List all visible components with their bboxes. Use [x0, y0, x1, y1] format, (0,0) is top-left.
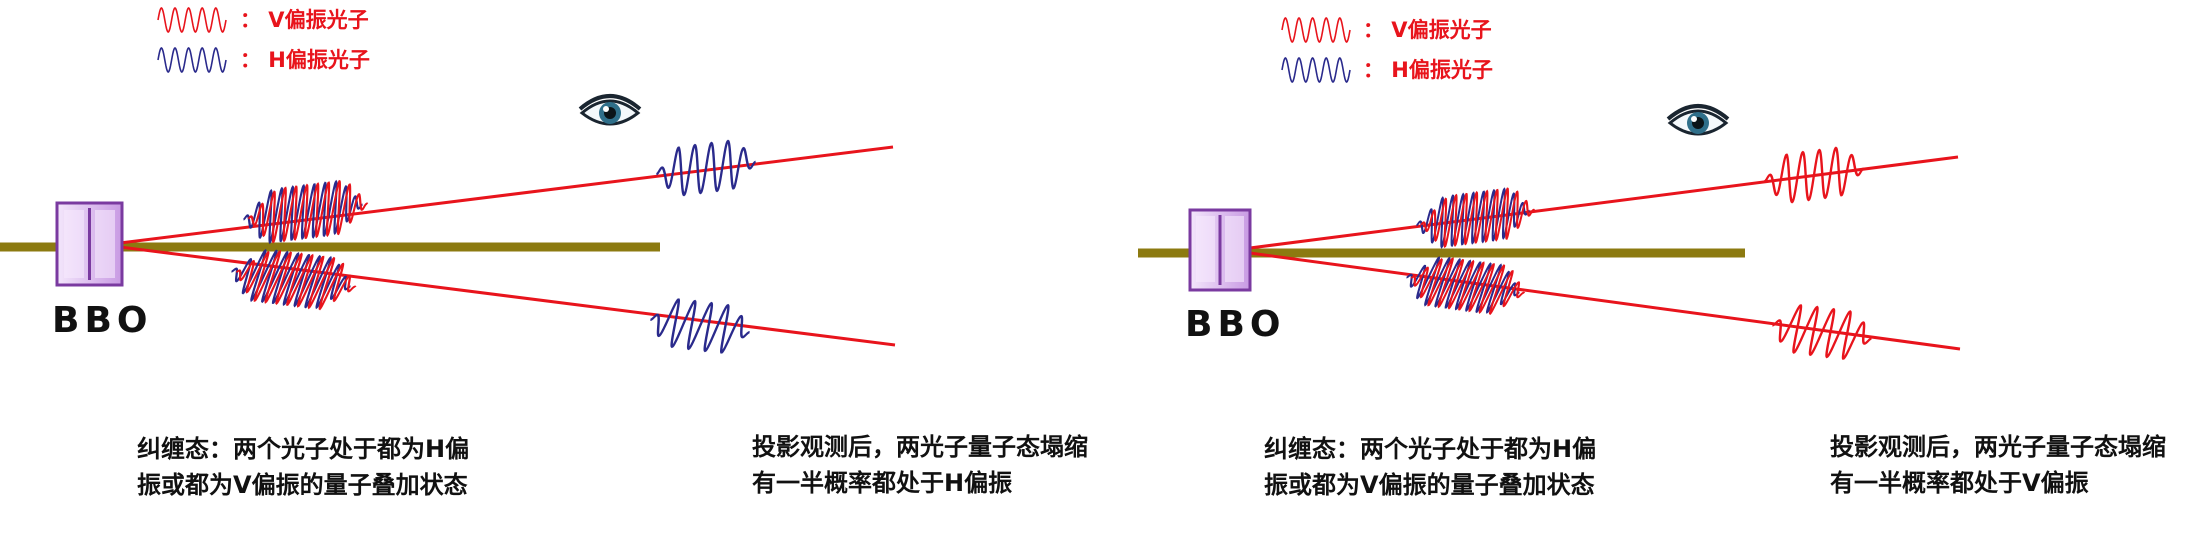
bbo-label: BBO: [1185, 304, 1285, 345]
legend-v-label: ： V偏振光子: [1363, 18, 1492, 42]
lower-collapsed-photon: [1772, 304, 1872, 360]
upper-photon-path: [119, 145, 894, 245]
caption-line: 振或都为V偏振的量子叠加状态: [137, 471, 468, 499]
caption-right-panel1: 投影观测后，两光子量子态塌缩 有一半概率都处于H偏振: [752, 429, 1088, 501]
caption-line: 纠缠态：两个光子处于都为H偏: [137, 435, 470, 463]
legend: ： V偏振光子 ： H偏振光子: [157, 7, 370, 73]
lower-superposed-photon: [1406, 256, 1526, 316]
caption-left-panel2: 纠缠态：两个光子处于都为H偏 振或都为V偏振的量子叠加状态: [1264, 431, 1596, 503]
legend-v-wave-icon: [1281, 17, 1351, 43]
bbo-label: BBO: [52, 300, 152, 341]
legend-h-label: ： H偏振光子: [1363, 58, 1493, 82]
caption-left-panel1: 纠缠态：两个光子处于都为H偏 振或都为V偏振的量子叠加状态: [137, 431, 469, 503]
bbo-crystal: [55, 201, 124, 287]
upper-collapsed-photon: [656, 139, 756, 197]
lower-collapsed-photon: [650, 298, 750, 354]
bbo-crystal: [1188, 208, 1252, 292]
caption-line: 有一半概率都处于V偏振: [1830, 469, 2089, 497]
legend: ： V偏振光子 ： H偏振光子: [1281, 17, 1493, 83]
legend-h-label: ： H偏振光子: [240, 48, 370, 72]
upper-collapsed-photon: [1764, 146, 1864, 204]
eye-icon: [578, 94, 642, 126]
caption-line: 纠缠态：两个光子处于都为H偏: [1264, 435, 1597, 463]
lower-superposed-photon: [231, 248, 357, 311]
upper-photon-path: [1249, 155, 1959, 250]
lower-photon-path: [119, 245, 896, 347]
upper-superposed-photon: [243, 179, 369, 245]
legend-v-label: ： V偏振光子: [240, 8, 369, 32]
panel-superposition-h: ： V偏振光子 ： H偏振光子 BBO: [0, 7, 896, 354]
legend-v-wave-icon: [157, 7, 227, 33]
legend-h-wave-icon: [1281, 57, 1351, 83]
lower-photon-path: [1249, 251, 1961, 351]
caption-line: 投影观测后，两光子量子态塌缩: [752, 433, 1088, 461]
caption-line: 有一半概率都处于H偏振: [752, 469, 1013, 497]
caption-right-panel2: 投影观测后，两光子量子态塌缩 有一半概率都处于V偏振: [1830, 429, 2166, 501]
legend-h-wave-icon: [157, 47, 227, 73]
caption-line: 投影观测后，两光子量子态塌缩: [1830, 433, 2166, 461]
upper-superposed-photon: [1416, 187, 1535, 249]
panel-superposition-v: ： V偏振光子 ： H偏振光子 BBO: [1138, 17, 1961, 360]
caption-line: 振或都为V偏振的量子叠加状态: [1264, 471, 1595, 499]
eye-icon: [1666, 104, 1730, 136]
